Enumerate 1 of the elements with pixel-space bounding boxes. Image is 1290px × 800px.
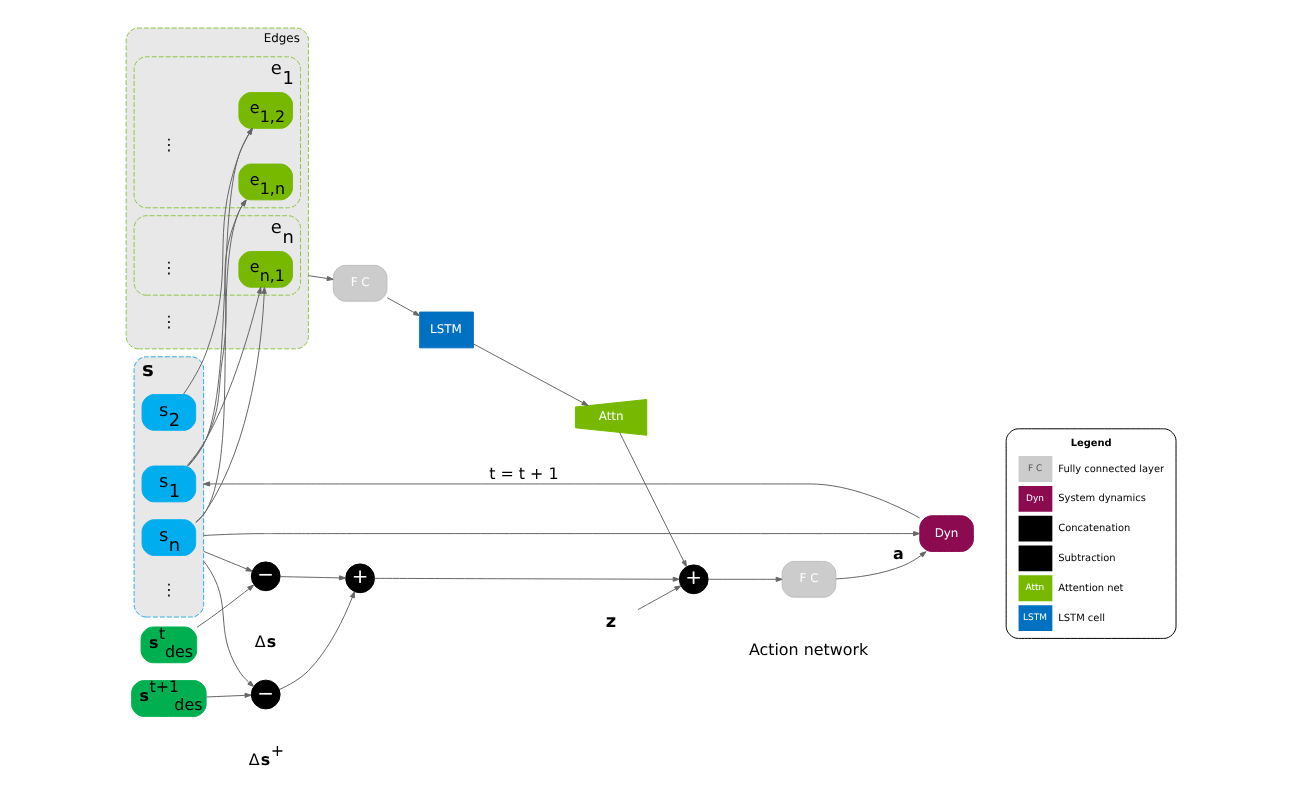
node-text: z: [605, 613, 617, 634]
